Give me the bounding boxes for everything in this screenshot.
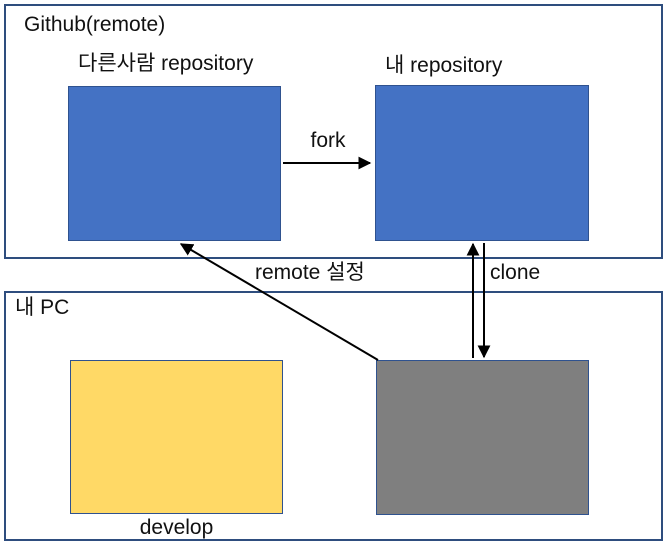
local-repository-box bbox=[376, 360, 589, 515]
my-repository-label: 내 repository bbox=[385, 54, 503, 77]
develop-box bbox=[70, 360, 283, 514]
fork-arrow-label: fork bbox=[310, 129, 346, 152]
github-remote-label: Github(remote) bbox=[24, 13, 166, 36]
develop-label: develop bbox=[139, 516, 214, 539]
clone-arrow-label: clone bbox=[490, 261, 541, 284]
other-repository-label: 다른사람 repository bbox=[78, 52, 254, 75]
my-pc-label: 내 PC bbox=[15, 296, 70, 319]
other-repository-box bbox=[68, 86, 281, 241]
remote-setup-label: remote 설정 bbox=[255, 261, 365, 284]
my-repository-box bbox=[375, 85, 589, 241]
